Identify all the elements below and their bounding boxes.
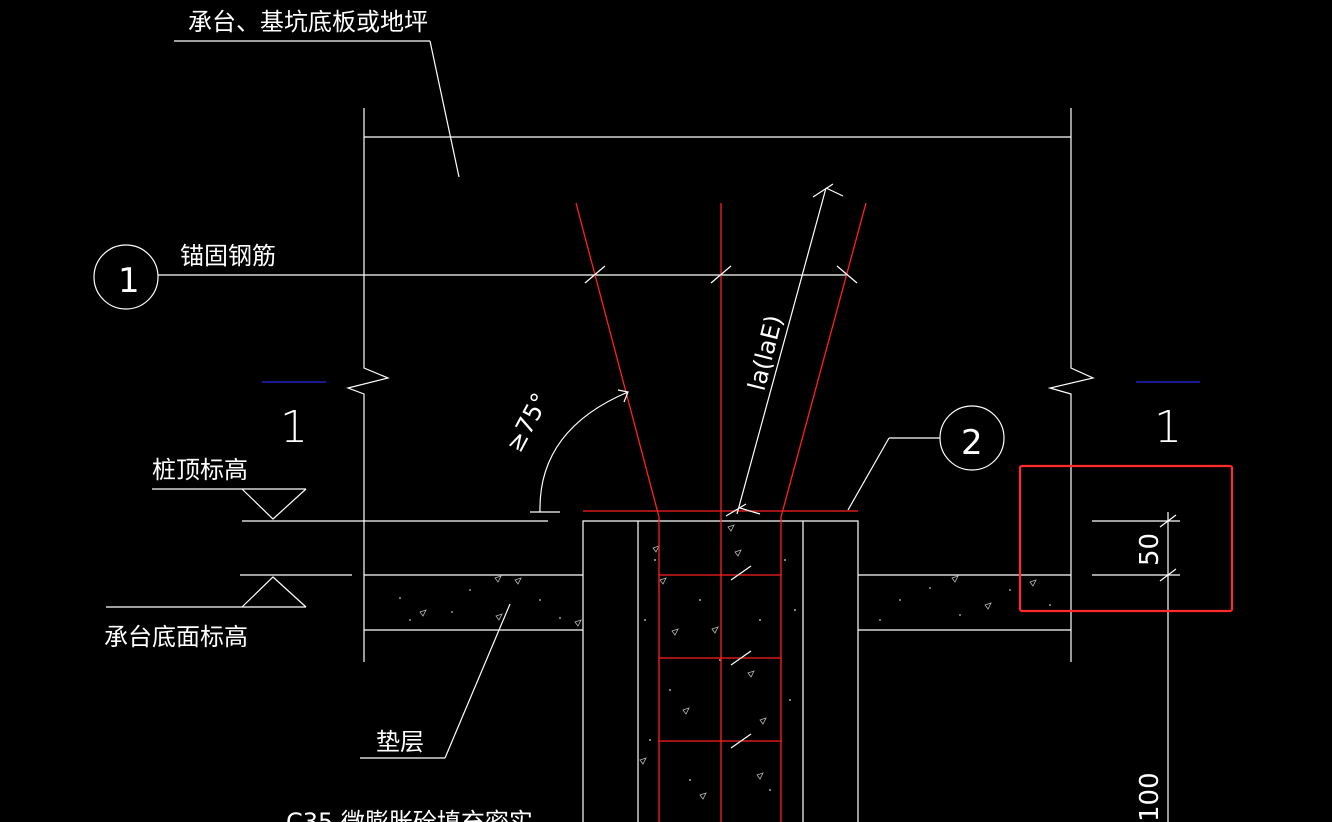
anchor-rebar-label: 锚固钢筋 bbox=[180, 242, 276, 270]
anchor-length-dimension bbox=[736, 187, 844, 515]
angle-label: ≥75° bbox=[501, 388, 555, 456]
top-note-label: 承台、基坑底板或地坪 bbox=[188, 8, 428, 36]
cushion-label: 垫层 bbox=[376, 728, 424, 756]
dimension-50-label: 50 bbox=[1135, 533, 1165, 566]
cap-bottom-elevation-symbol bbox=[106, 574, 352, 608]
section-mark-left: 1 bbox=[280, 402, 308, 453]
cushion-layer bbox=[364, 574, 1071, 631]
cushion-hatch bbox=[399, 587, 1051, 621]
callout-number-1: 1 bbox=[118, 261, 140, 301]
callout-2-leader bbox=[847, 437, 940, 511]
pile-top-elevation-symbol bbox=[152, 488, 548, 522]
dimension-50 bbox=[1092, 512, 1180, 822]
cap-bottom-elevation-label: 承台底面标高 bbox=[104, 623, 248, 651]
callout-number-2: 2 bbox=[961, 423, 983, 463]
fill-concrete-label: C35 微膨胀砼填充密实 bbox=[286, 808, 533, 822]
top-note-leader bbox=[174, 40, 460, 178]
pile-cap-outline bbox=[345, 108, 1095, 662]
callout-circle-1 bbox=[93, 244, 159, 310]
highlight-box bbox=[1018, 464, 1234, 613]
cushion-leader bbox=[360, 603, 511, 759]
section-mark-right: 1 bbox=[1154, 402, 1182, 453]
rebar-lines bbox=[575, 202, 867, 822]
pile-fill-hatch bbox=[644, 559, 796, 791]
angle-arc bbox=[530, 389, 629, 513]
dimension-partial-label: 100 bbox=[1135, 772, 1165, 822]
tick-marks bbox=[584, 183, 858, 749]
pile-top-elevation-label: 桩顶标高 bbox=[152, 456, 248, 484]
